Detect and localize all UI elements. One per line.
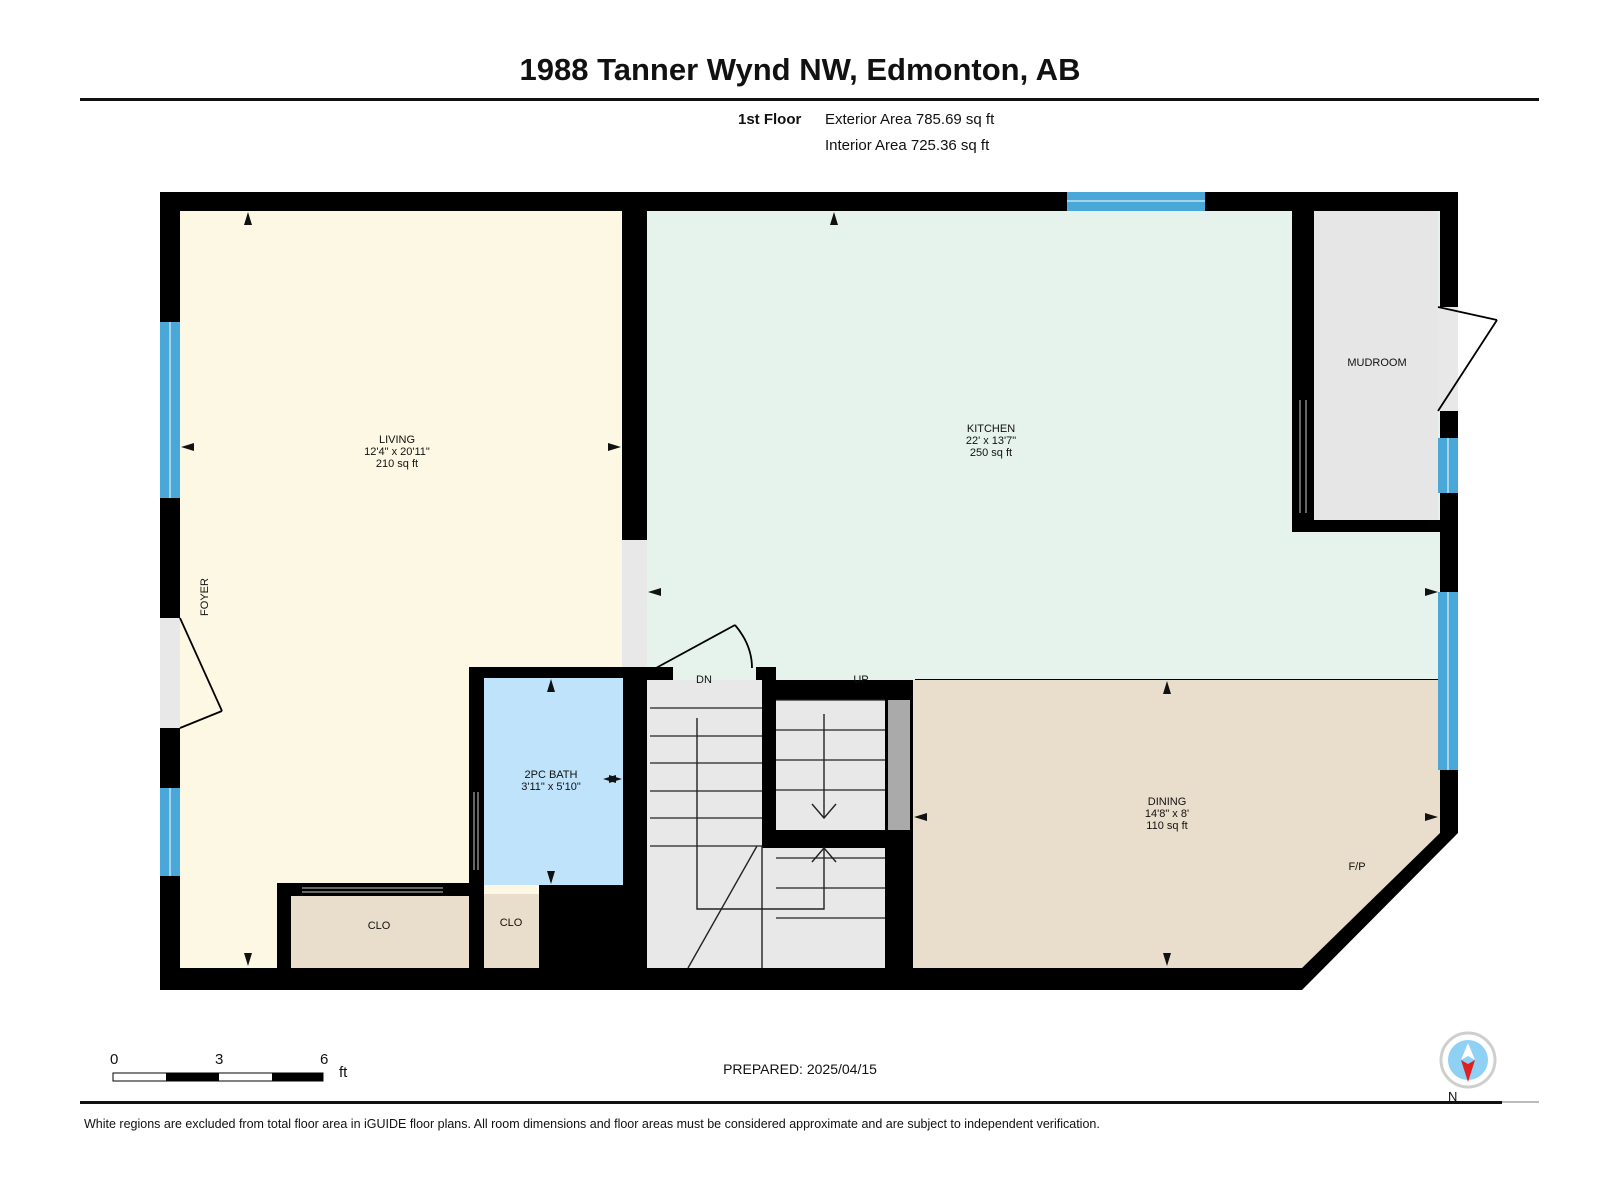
bath-dims: 3'11" x 5'10" bbox=[521, 781, 581, 793]
closet-1-label: CLO bbox=[368, 920, 391, 932]
mudroom-door-opening bbox=[1438, 307, 1458, 411]
mudroom-label: MUDROOM bbox=[1347, 357, 1406, 369]
wall-stairs-top bbox=[647, 667, 673, 680]
dining-dims: 14'8" x 8' bbox=[1145, 808, 1189, 820]
wall-stairs-mid bbox=[762, 830, 885, 848]
doors bbox=[179, 306, 1498, 729]
living-area: 210 sq ft bbox=[376, 458, 418, 470]
wall-closet-left bbox=[277, 883, 291, 968]
stairs-down-label: DN bbox=[696, 674, 712, 686]
dining-area: 110 sq ft bbox=[1146, 820, 1187, 832]
floor-name: 1st Floor bbox=[738, 111, 802, 128]
living-label: LIVING bbox=[379, 434, 415, 446]
scale-bar bbox=[112, 1072, 324, 1082]
dimension-arrows bbox=[181, 212, 1438, 966]
prepared-date: PREPARED: 2025/04/15 bbox=[723, 1061, 877, 1077]
stairs-up-label: UP bbox=[853, 674, 868, 686]
kitchen-label: KITCHEN bbox=[967, 423, 1015, 435]
plan-title: 1988 Tanner Wynd NW, Edmonton, AB bbox=[519, 52, 1081, 87]
wall-up-top bbox=[885, 680, 913, 700]
stair-treads bbox=[650, 699, 885, 919]
wall-bath-top bbox=[469, 667, 647, 678]
footer-rule-tail bbox=[1502, 1101, 1539, 1103]
wall-mudroom-bottom bbox=[1292, 520, 1440, 532]
dining-room[interactable] bbox=[913, 680, 1440, 968]
kitchen-area: 250 sq ft bbox=[970, 447, 1012, 459]
closet-2-label: CLO bbox=[500, 917, 523, 929]
mudroom[interactable] bbox=[1314, 211, 1438, 520]
scale-tick-6: 6 bbox=[320, 1051, 329, 1068]
compass-icon bbox=[1439, 1031, 1497, 1089]
stairs-up[interactable] bbox=[776, 700, 885, 830]
kitchen-lower-left bbox=[647, 540, 915, 680]
scale-unit: ft bbox=[339, 1064, 348, 1081]
sliding-doors bbox=[302, 400, 1307, 893]
closet-1[interactable] bbox=[291, 896, 469, 968]
foyer-door-opening bbox=[160, 618, 180, 728]
fireplace-label: F/P bbox=[1348, 861, 1365, 873]
footer-rule bbox=[80, 1101, 1502, 1104]
wall-living-kitchen bbox=[622, 192, 647, 540]
window-glazing bbox=[169, 200, 1449, 876]
living-dims: 12'4" x 20'11" bbox=[364, 446, 430, 458]
kitchen-dims: 22' x 13'7" bbox=[966, 435, 1016, 447]
interior-area: Interior Area 725.36 sq ft bbox=[825, 137, 990, 154]
footer-disclaimer: White regions are excluded from total fl… bbox=[84, 1117, 1100, 1131]
dining-label: DINING bbox=[1148, 796, 1187, 808]
foyer-label: FOYER bbox=[199, 578, 211, 616]
wall-stairs-top-right bbox=[756, 667, 776, 680]
wall-opening bbox=[622, 540, 647, 667]
wall-bath-bottom-block bbox=[539, 885, 647, 968]
north-label: N bbox=[1448, 1089, 1458, 1104]
title-rule bbox=[80, 98, 1539, 101]
bath-room[interactable] bbox=[484, 678, 623, 885]
closet-2[interactable] bbox=[484, 894, 539, 968]
stair-rail bbox=[888, 700, 910, 830]
stair-path bbox=[687, 714, 837, 969]
exterior-area: Exterior Area 785.69 sq ft bbox=[825, 111, 995, 128]
wall-bath-left bbox=[469, 667, 484, 968]
scale-tick-3: 3 bbox=[215, 1051, 224, 1068]
wall-mudroom-left bbox=[1292, 192, 1314, 532]
bath-label: 2PC BATH bbox=[525, 769, 578, 781]
wall-stairs-divider bbox=[762, 667, 776, 848]
wall-closet-top bbox=[277, 883, 469, 896]
scale-tick-0: 0 bbox=[110, 1051, 119, 1068]
stairs-down[interactable] bbox=[647, 680, 762, 968]
